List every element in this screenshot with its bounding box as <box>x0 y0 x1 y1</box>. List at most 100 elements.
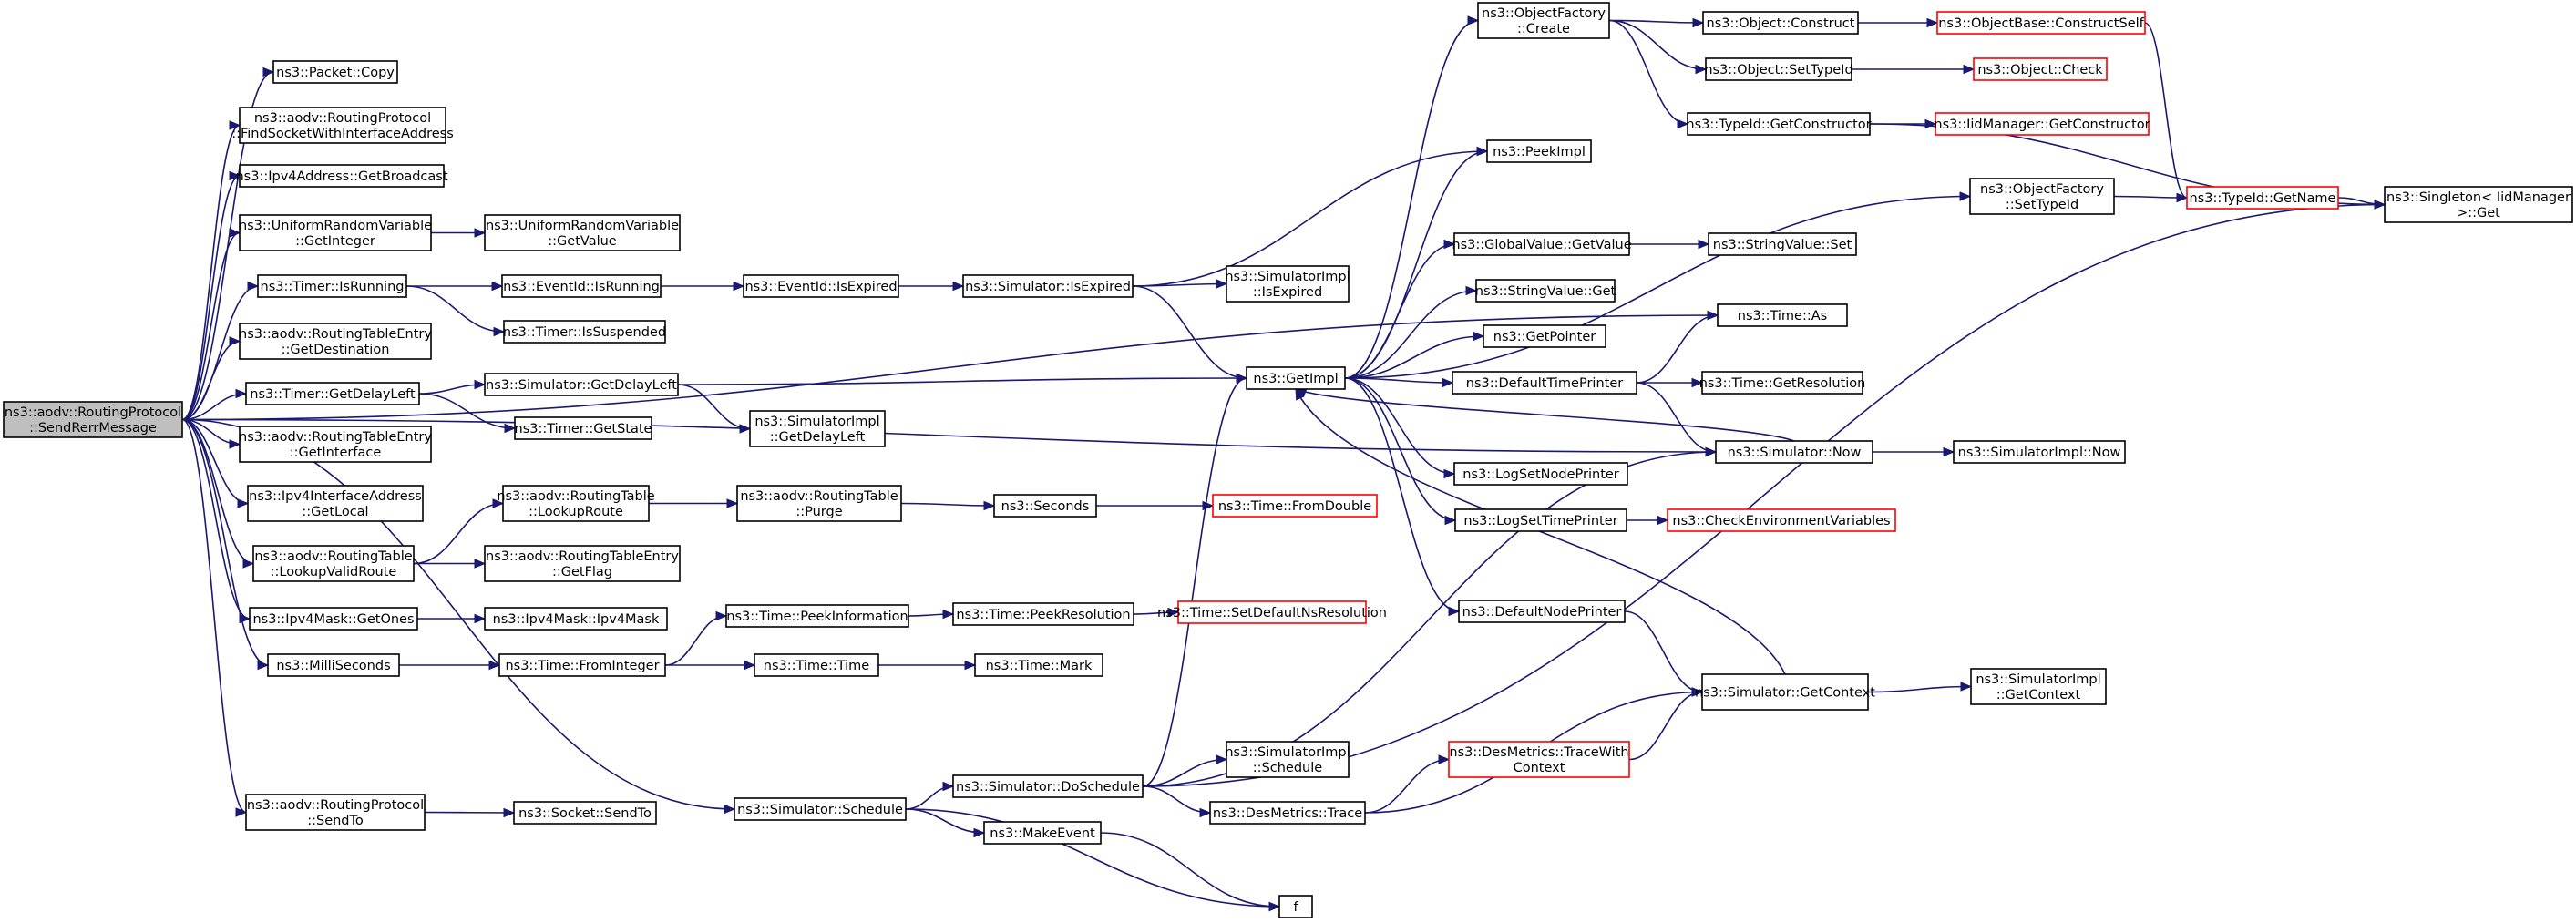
node-ipv4-bcast[interactable]: ns3::Ipv4Address::GetBroadcast <box>235 164 448 188</box>
node-mask-ctor[interactable]: ns3::Ipv4Mask::Ipv4Mask <box>484 607 668 631</box>
node-singleton-get[interactable]: ns3::Singleton< IidManager>::Get <box>2384 186 2573 223</box>
node-gv-getvalue[interactable]: ns3::GlobalValue::GetValue <box>1452 232 1632 256</box>
node-iid-getctor[interactable]: ns3::IidManager::GetConstructor <box>1934 112 2150 136</box>
node-label: ns3::Time::PeekInformation <box>726 610 908 624</box>
node-time-mark[interactable]: ns3::Time::Mark <box>974 653 1103 677</box>
node-sim-sched[interactable]: ns3::Simulator::Schedule <box>734 797 907 821</box>
edge-line <box>2113 195 2188 199</box>
node-box <box>513 801 657 825</box>
edge-line <box>1636 382 1717 453</box>
node-sim-getctx[interactable]: ns3::Simulator::GetContext <box>1695 673 1875 711</box>
node-rp-sendto[interactable]: ns3::aodv::RoutingProtocol::SendTo <box>245 794 426 831</box>
node-dnp[interactable]: ns3::DefaultNodePrinter <box>1458 600 1626 623</box>
edge-time-peekres-to-time-setdef <box>1133 607 1180 618</box>
node-make-event[interactable]: ns3::MakeEvent <box>983 821 1102 845</box>
node-box <box>247 485 424 522</box>
node-getpointer[interactable]: ns3::GetPointer <box>1483 324 1606 348</box>
node-root[interactable]: ns3::aodv::RoutingProtocol::SendRerrMess… <box>3 401 183 438</box>
edge-line <box>181 314 1719 421</box>
node-time-peekres[interactable]: ns3::Time::PeekResolution <box>952 602 1134 626</box>
node-time-time[interactable]: ns3::Time::Time <box>754 653 879 677</box>
node-sim-exp[interactable]: ns3::Simulator::IsExpired <box>962 274 1134 298</box>
node-label: ns3::Object::Check <box>1977 63 2103 77</box>
node-timer-delay[interactable]: ns3::Timer::GetDelayLeft <box>245 382 420 405</box>
node-label: ns3::SimulatorImpl::Now <box>1958 446 2121 460</box>
node-box <box>993 494 1097 518</box>
edge-line <box>1608 19 1688 125</box>
node-box <box>239 164 445 188</box>
node-dtp[interactable]: ns3::DefaultTimePrinter <box>1452 371 1637 395</box>
node-rte-flag[interactable]: ns3::aodv::RoutingTableEntry::GetFlag <box>484 545 681 582</box>
node-timer-state[interactable]: ns3::Timer::GetState <box>514 416 652 440</box>
edge-sim-exp-to-simimpl-exp <box>1132 279 1228 289</box>
node-obj-settid[interactable]: ns3::Object::SetTypeId <box>1704 57 1853 81</box>
edge-des-tracectx-to-sim-getctx <box>1628 687 1704 761</box>
node-time-fromdouble[interactable]: ns3::Time::FromDouble <box>1212 494 1378 518</box>
node-box <box>272 60 398 84</box>
node-evid-exp[interactable]: ns3::EventId::IsExpired <box>743 274 899 298</box>
node-rte-dest[interactable]: ns3::aodv::RoutingTableEntry::GetDestina… <box>239 323 432 360</box>
node-checkenv[interactable]: ns3::CheckEnvironmentVariables <box>1667 508 1896 532</box>
arrowhead-icon <box>1705 446 1718 457</box>
node-of-create[interactable]: ns3::ObjectFactory::Create <box>1477 2 1610 39</box>
node-obj-construct[interactable]: ns3::Object::Construct <box>1702 11 1859 35</box>
node-time-getres[interactable]: ns3::Time::GetResolution <box>1699 371 1866 395</box>
node-box <box>1708 232 1857 256</box>
node-lsnp[interactable]: ns3::LogSetNodePrinter <box>1453 462 1628 486</box>
node-pkt-copy[interactable]: ns3::Packet::Copy <box>272 60 398 84</box>
node-sim-delay[interactable]: ns3::Simulator::GetDelayLeft <box>484 373 679 396</box>
node-time-peekinfo[interactable]: ns3::Time::PeekInformation <box>725 604 909 628</box>
node-timer-run[interactable]: ns3::Timer::IsRunning <box>257 274 407 298</box>
node-simimpl-getctx[interactable]: ns3::SimulatorImpl::GetContext <box>1970 668 2107 705</box>
node-label: ns3::SimulatorImpl <box>1976 672 2100 687</box>
node-find-sock[interactable]: ns3::aodv::RoutingProtocol::FindSocketWi… <box>231 107 454 144</box>
edge-getimpl-to-lsnp <box>1344 377 1456 479</box>
node-mask-ones[interactable]: ns3::Ipv4Mask::GetOnes <box>249 607 418 631</box>
arrowhead-icon <box>1963 64 1976 75</box>
node-urv-int[interactable]: ns3::UniformRandomVariable::GetInteger <box>239 214 432 251</box>
node-objbase-cs[interactable]: ns3::ObjectBase::ConstructSelf <box>1936 11 2146 35</box>
node-sv-set[interactable]: ns3::StringValue::Set <box>1708 232 1857 256</box>
node-rt-purge[interactable]: ns3::aodv::RoutingTable::Purge <box>736 485 902 522</box>
node-lstp[interactable]: ns3::LogSetTimePrinter <box>1454 508 1627 532</box>
node-getimpl[interactable]: ns3::GetImpl <box>1246 366 1346 390</box>
node-box <box>1717 303 1848 327</box>
node-seconds[interactable]: ns3::Seconds <box>993 494 1097 518</box>
node-tid-getname[interactable]: ns3::TypeId::GetName <box>2186 186 2339 210</box>
node-des-trace[interactable]: ns3::DesMetrics::Trace <box>1209 801 1366 825</box>
node-time-fromint[interactable]: ns3::Time::FromInteger <box>498 653 666 677</box>
node-box <box>1448 741 1630 778</box>
node-simimpl-delay[interactable]: ns3::SimulatorImpl::GetDelayLeft <box>749 410 886 447</box>
node-box <box>1667 508 1896 532</box>
node-label: ns3::Simulator::Schedule <box>737 803 903 817</box>
node-f[interactable]: f <box>1278 895 1313 918</box>
node-rt-lookvalid[interactable]: ns3::aodv::RoutingTable::LookupValidRout… <box>252 545 415 582</box>
node-time-setdef[interactable]: ns3::Time::SetDefaultNsResolution <box>1157 600 1387 624</box>
node-sock-sendto[interactable]: ns3::Socket::SendTo <box>513 801 657 825</box>
node-sim-dosched[interactable]: ns3::Simulator::DoSchedule <box>952 774 1144 798</box>
node-rte-iface[interactable]: ns3::aodv::RoutingTableEntry::GetInterfa… <box>239 426 432 463</box>
node-label: ns3::GetImpl <box>1253 372 1338 386</box>
node-rt-lookroute[interactable]: ns3::aodv::RoutingTable::LookupRoute <box>497 485 655 522</box>
node-simimpl-sched[interactable]: ns3::SimulatorImpl::Schedule <box>1225 741 1350 778</box>
node-box <box>1969 178 2115 215</box>
node-box <box>502 485 650 522</box>
node-milli[interactable]: ns3::MilliSeconds <box>267 653 400 677</box>
node-time-as[interactable]: ns3::Time::As <box>1717 303 1848 327</box>
node-of-settid[interactable]: ns3::ObjectFactory::SetTypeId <box>1969 178 2115 215</box>
node-sv-get[interactable]: ns3::StringValue::Get <box>1475 279 1616 303</box>
node-urv-val[interactable]: ns3::UniformRandomVariable::GetValue <box>484 214 681 251</box>
edge-line <box>1364 758 1450 814</box>
node-simimpl-now[interactable]: ns3::SimulatorImpl::Now <box>1953 440 2126 464</box>
node-sim-now[interactable]: ns3::Simulator::Now <box>1715 440 1873 464</box>
node-box <box>749 410 886 447</box>
node-obj-check[interactable]: ns3::Object::Check <box>1973 57 2108 81</box>
edge-line <box>1608 19 1704 24</box>
node-evid-run[interactable]: ns3::EventId::IsRunning <box>501 274 662 298</box>
node-ipv4if-local[interactable]: ns3::Ipv4InterfaceAddress::GetLocal <box>247 485 424 522</box>
node-simimpl-exp[interactable]: ns3::SimulatorImpl::IsExpired <box>1225 265 1350 303</box>
node-timer-susp[interactable]: ns3::Timer::IsSuspended <box>503 320 666 344</box>
node-tid-getctor[interactable]: ns3::TypeId::GetConstructor <box>1686 112 1872 136</box>
node-peekimpl[interactable]: ns3::PeekImpl <box>1486 139 1592 163</box>
